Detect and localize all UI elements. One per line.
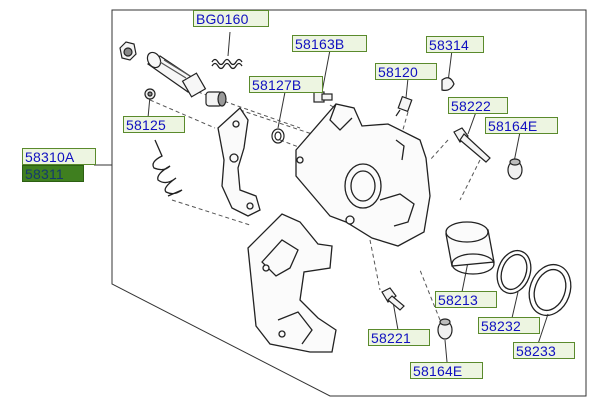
guide-pin-part[interactable] [145,50,207,98]
pin-grommet-part[interactable] [205,91,227,107]
guide-lines [149,91,481,321]
part-label-58164e-top[interactable]: 58164E [485,117,558,134]
part-label-58233[interactable]: 58233 [513,342,575,359]
hold-down-spring-part[interactable] [152,139,183,197]
part-label-58311[interactable]: 58311 [22,165,84,182]
part-label-58221[interactable]: 58221 [368,329,430,346]
assembly-frame [111,9,587,397]
spring-part[interactable] [211,58,243,70]
part-label-58125[interactable]: 58125 [123,116,185,133]
part-label-58222[interactable]: 58222 [448,97,508,114]
part-label-58232[interactable]: 58232 [478,317,540,334]
caliper-carrier-part[interactable] [247,213,337,353]
boot-58164e-top-part[interactable] [507,158,523,180]
bleeder-cap-part[interactable] [441,77,455,91]
guide-bolt-58221-part[interactable] [381,287,405,311]
part-label-58120[interactable]: 58120 [375,63,437,80]
washer-58127b-part[interactable] [271,128,285,144]
part-label-58213[interactable]: 58213 [435,291,497,308]
boot-58164e-bottom-part[interactable] [437,318,453,340]
part-label-bg0160[interactable]: BG0160 [193,10,269,27]
part-label-58127b[interactable]: 58127B [249,76,323,93]
caliper-body-part[interactable] [295,103,431,247]
boot-58125-part[interactable] [144,88,156,100]
part-label-58310a[interactable]: 58310A [22,148,96,165]
piston-boot-part[interactable] [522,259,577,322]
piston-part[interactable] [445,221,495,275]
lever-bracket-part[interactable] [217,107,261,217]
bleeder-screw-part[interactable] [395,95,413,117]
piston-seal-part[interactable] [491,246,536,298]
part-label-58164e-bottom[interactable]: 58164E [410,362,483,379]
part-label-58163b[interactable]: 58163B [292,35,367,52]
guide-pin-cap-part[interactable] [119,41,137,61]
guide-bolt-58222-part[interactable] [453,127,491,163]
part-label-58314[interactable]: 58314 [426,36,484,53]
bolt-58163b-part[interactable] [313,91,333,103]
